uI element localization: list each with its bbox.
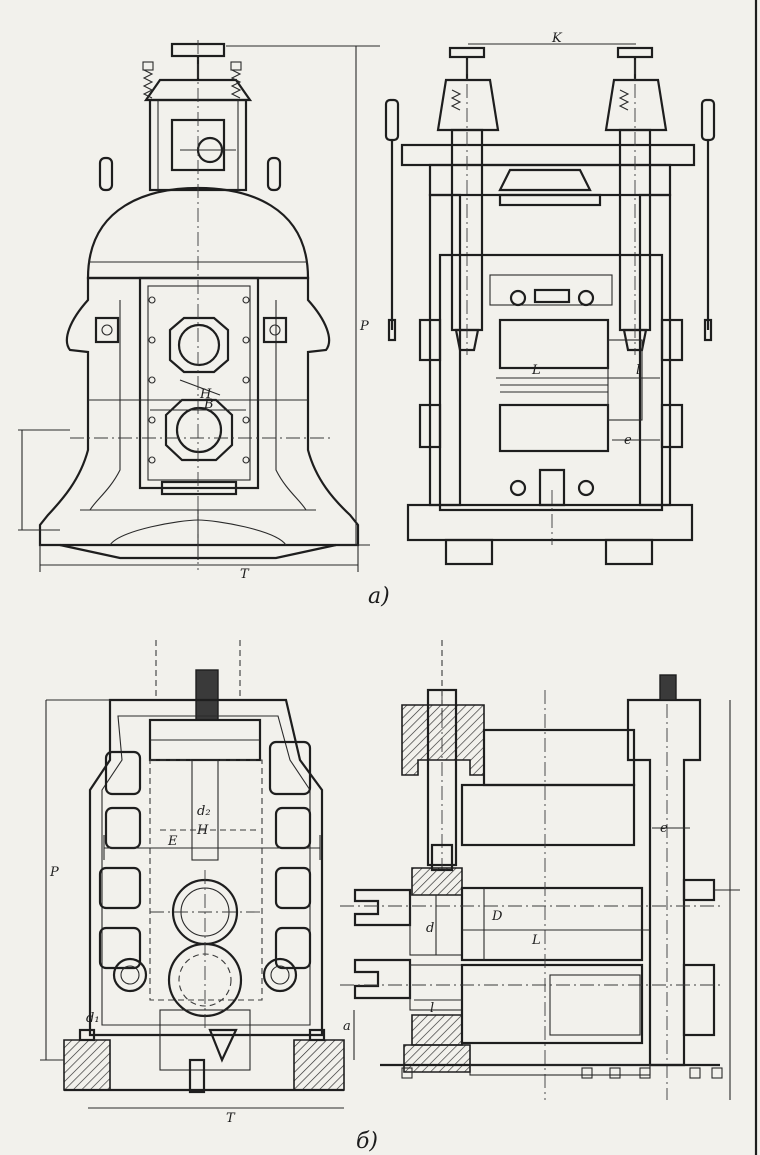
label-b-d2: d₂	[197, 804, 211, 819]
label-b-T: T	[226, 1111, 236, 1126]
label-b-d1: d₁	[86, 1011, 100, 1026]
caption-b: б)	[356, 1129, 378, 1154]
figure-b-side-view	[340, 640, 740, 1100]
caption-a: a)	[368, 584, 390, 609]
label-b-L: L	[531, 933, 541, 948]
label-b-D: D	[491, 909, 503, 924]
figure-a-side-view	[384, 43, 716, 566]
label-b-a: a	[343, 1019, 351, 1034]
label-a-K: K	[551, 31, 563, 46]
label-a-T: T	[240, 567, 250, 582]
label-b-H: H	[196, 823, 209, 838]
label-b-P: P	[49, 865, 59, 880]
label-a-L: L	[531, 363, 541, 378]
label-a-B: B	[203, 397, 214, 412]
label-b-e: e	[660, 821, 668, 836]
label-a-H: H	[199, 387, 212, 402]
label-a-l: l	[636, 363, 640, 378]
label-b-E: E	[167, 834, 178, 849]
label-a-P: P	[359, 319, 369, 334]
label-b-l: l	[430, 1001, 434, 1016]
figure-b-front-view	[40, 640, 355, 1109]
figure-a-front-view	[18, 40, 380, 572]
label-a-e: e	[624, 433, 632, 448]
label-b-d: d	[426, 921, 434, 936]
